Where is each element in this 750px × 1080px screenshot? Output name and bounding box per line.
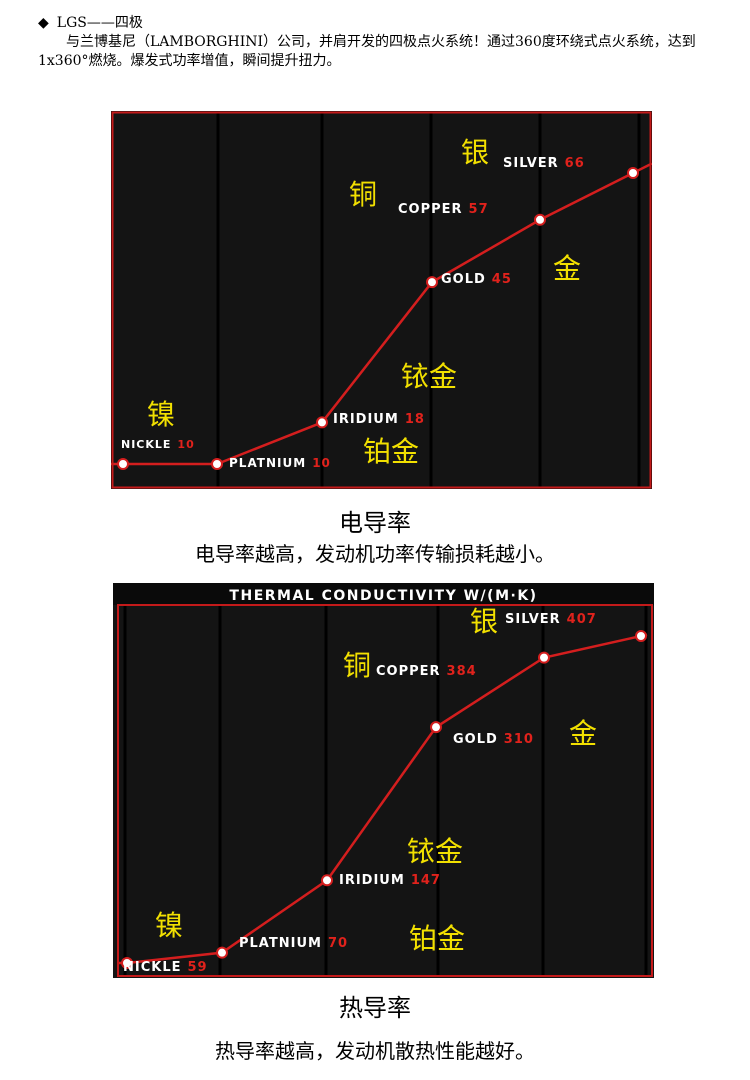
section-heading: ◆ LGS——四极 xyxy=(38,14,728,33)
chinese-metal-label: 铂金 xyxy=(363,435,419,468)
category-name: GOLD xyxy=(441,272,486,287)
chinese-metal-label: 金 xyxy=(553,252,581,285)
chart-background xyxy=(111,111,652,489)
data-value-label: 18 xyxy=(405,412,425,427)
data-value-label: 57 xyxy=(469,202,489,217)
category-label: COPPER 384 xyxy=(376,664,477,679)
data-value-label: 10 xyxy=(177,438,194,451)
thermal-caption-title: 热导率 xyxy=(339,994,411,1022)
data-point xyxy=(534,213,546,226)
data-point xyxy=(635,630,647,642)
category-name: NICKLE xyxy=(121,438,171,451)
chart-background xyxy=(113,583,654,978)
category-label: IRIDIUM 18 xyxy=(333,412,425,427)
chart-frame xyxy=(117,604,653,977)
chart-frame xyxy=(111,111,652,489)
section-title: LGS——四极 xyxy=(56,15,143,31)
data-value-label: 147 xyxy=(411,873,441,888)
electrical-caption-title: 电导率 xyxy=(339,509,411,537)
chinese-metal-label: 银 xyxy=(470,605,498,638)
data-value-label: 407 xyxy=(567,612,597,627)
diamond-bullet-icon: ◆ xyxy=(38,15,49,31)
chinese-metal-label: 镍 xyxy=(155,909,183,942)
category-name: COPPER xyxy=(398,202,463,217)
category-label: GOLD 310 xyxy=(453,732,534,747)
category-label: GOLD 45 xyxy=(441,272,512,287)
data-point xyxy=(117,458,129,470)
category-name: NICKLE xyxy=(123,960,182,975)
chinese-metal-label: 铜 xyxy=(349,178,377,211)
category-name: SILVER xyxy=(505,612,561,627)
category-name: IRIDIUM xyxy=(339,873,405,888)
data-value-label: 10 xyxy=(312,456,331,470)
category-label: SILVER 66 xyxy=(503,156,585,171)
category-name: SILVER xyxy=(503,156,559,171)
category-label: COPPER 57 xyxy=(398,202,489,217)
category-label: SILVER 407 xyxy=(505,612,597,627)
chinese-metal-label: 铱金 xyxy=(401,360,457,393)
data-value-label: 384 xyxy=(447,664,477,679)
chinese-metal-label: 铂金 xyxy=(409,922,465,955)
category-label: PLATNIUM 70 xyxy=(239,936,348,951)
data-value-label: 45 xyxy=(492,272,512,287)
data-point xyxy=(216,946,228,959)
data-point xyxy=(538,651,550,664)
category-label: NICKLE 10 xyxy=(121,438,195,451)
chart-title: THERMAL CONDUCTIVITY W/(M·K) xyxy=(229,588,537,604)
chinese-metal-label: 镍 xyxy=(147,398,175,431)
thermal-chart-svg: THERMAL CONDUCTIVITY W/(M·K) NICKLE 59 镍 PLA… xyxy=(113,583,654,978)
category-name: COPPER xyxy=(376,664,441,679)
chart-title-bar xyxy=(113,583,654,605)
category-label: IRIDIUM 147 xyxy=(339,873,441,888)
intro-paragraph: 与兰博基尼（LAMBORGHINI）公司，并肩开发的四极点火系统！通过360度环… xyxy=(38,34,696,69)
intro-section: ◆ LGS——四极 与兰博基尼（LAMBORGHINI）公司，并肩开发的四极点火系… xyxy=(38,14,728,71)
category-label: NICKLE 59 xyxy=(123,960,208,975)
data-value-label: 70 xyxy=(328,936,348,951)
data-value-label: 59 xyxy=(188,960,208,975)
category-name: GOLD xyxy=(453,732,498,747)
category-name: PLATNIUM xyxy=(239,936,322,951)
series-line xyxy=(118,633,648,965)
thermal-caption-desc: 热导率越高，发动机散热性能越好。 xyxy=(215,1039,535,1063)
chinese-metal-label: 铜 xyxy=(343,649,371,682)
electrical-caption-desc: 电导率越高，发动机功率传输损耗越小。 xyxy=(195,542,555,566)
data-point xyxy=(316,416,328,429)
data-point xyxy=(321,874,333,887)
data-value-label: 310 xyxy=(504,732,534,747)
chinese-metal-label: 铱金 xyxy=(407,835,463,868)
chinese-metal-label: 银 xyxy=(461,136,489,169)
data-point xyxy=(627,167,639,179)
category-name: PLATNIUM xyxy=(229,456,306,470)
series-line xyxy=(106,162,653,466)
data-point xyxy=(426,276,438,289)
category-name: IRIDIUM xyxy=(333,412,399,427)
data-point xyxy=(121,957,133,969)
data-value-label: 66 xyxy=(565,156,585,171)
thermal-conductivity-chart: THERMAL CONDUCTIVITY W/(M·K) NICKLE 59 镍 PLA… xyxy=(113,583,654,978)
category-label: PLATNIUM 10 xyxy=(229,456,331,470)
data-point xyxy=(211,458,223,470)
chinese-metal-label: 金 xyxy=(569,717,597,750)
data-point xyxy=(430,721,442,734)
